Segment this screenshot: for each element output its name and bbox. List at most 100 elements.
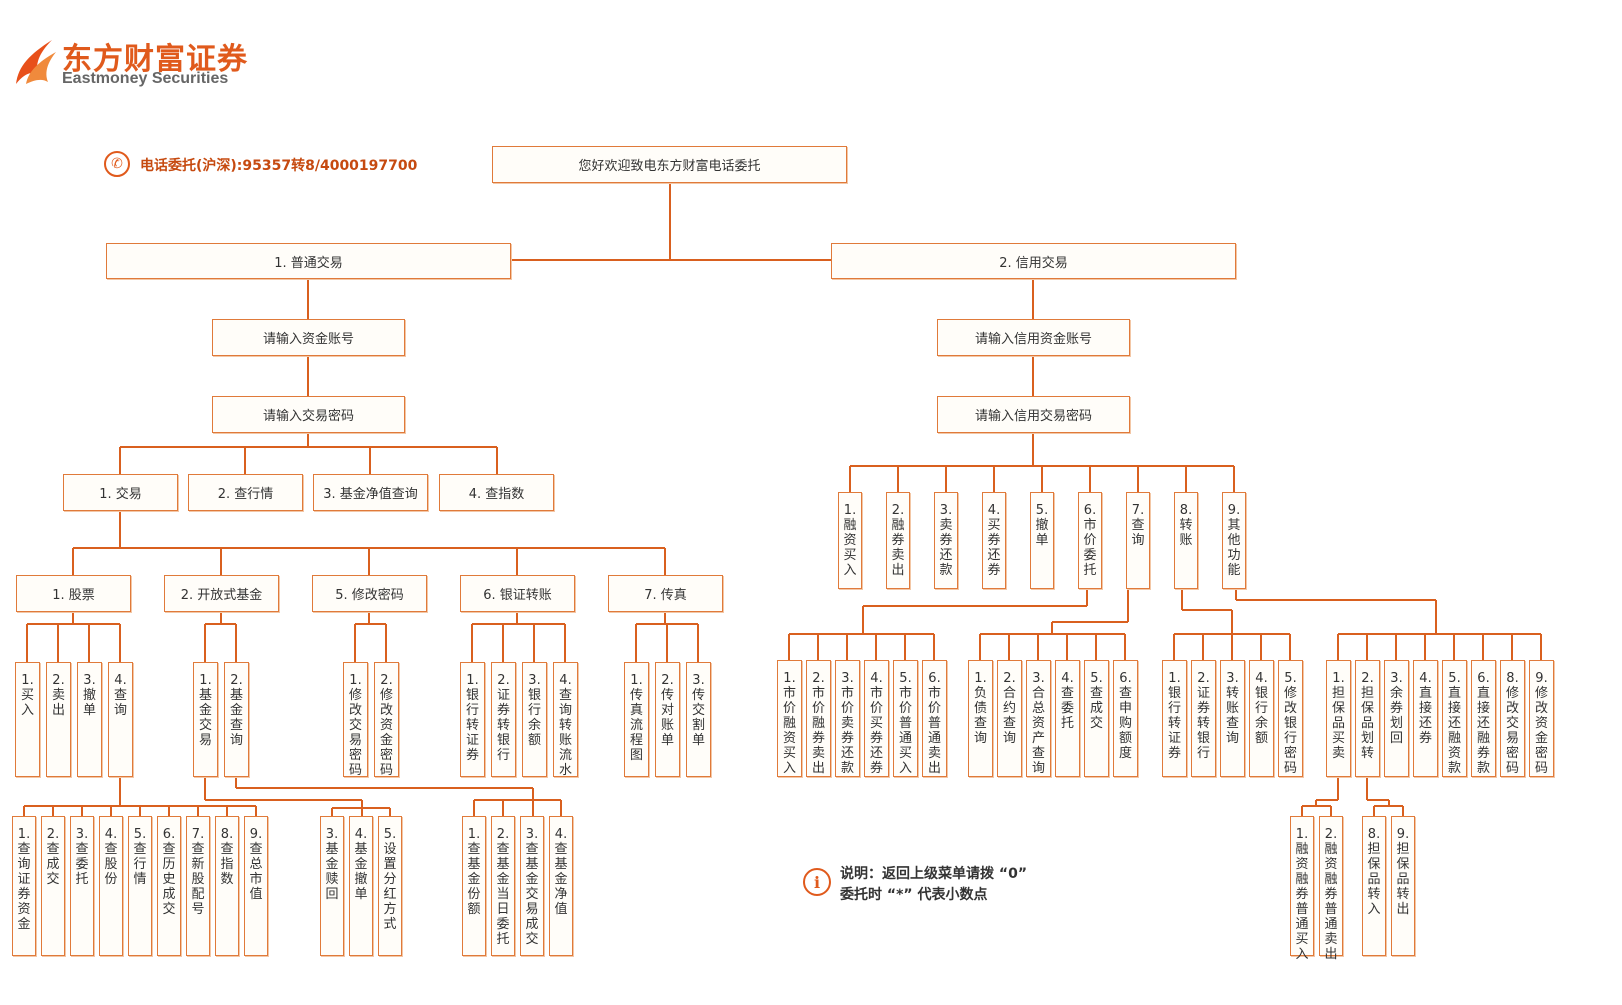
credit-other-2-label: 2. 担保品划转 — [1360, 671, 1374, 761]
credit-menu-1-label: 1. 融资买入 — [843, 503, 857, 578]
fax-statement: 2. 传对账单 — [655, 662, 680, 777]
credit-menu-5: 5. 撤单 — [1030, 492, 1054, 589]
credit-market-1: 1. 市价融资买入 — [777, 660, 802, 777]
fund-dividend-label: 5. 设置分红方式 — [383, 827, 397, 932]
phone-hotline: 电话委托(沪深):95357转8/4000197700 — [140, 158, 418, 174]
credit-query-3: 3. 合总资产查询 — [1026, 660, 1051, 777]
collateral-in-label: 8. 担保品转入 — [1367, 827, 1381, 917]
fax-statement-label: 2. 传对账单 — [660, 673, 674, 748]
fund-query: 2. 基金查询 — [224, 662, 249, 777]
bank-balance: 3. 银行余额 — [522, 662, 547, 777]
credit-transfer-2: 2. 证券转银行 — [1191, 660, 1216, 777]
collateral-margin-buy-label: 1. 融资融券普通买入 — [1295, 827, 1309, 962]
credit-query-4-label: 4. 查委托 — [1060, 671, 1074, 731]
credit-menu-9-label: 9. 其他功能 — [1227, 503, 1241, 578]
fund-cancel: 4. 基金撤单 — [349, 816, 373, 956]
fund-query-deals: 3. 查基金交易成交 — [520, 816, 544, 956]
fund-redeem-label: 3. 基金赎回 — [325, 827, 339, 902]
credit-query-4: 4. 查委托 — [1055, 660, 1080, 777]
securities-to-bank-label: 2. 证券转银行 — [496, 673, 510, 763]
fund-redeem: 3. 基金赎回 — [320, 816, 344, 956]
stock-sell-label: 2. 卖出 — [51, 673, 65, 718]
credit-other-4: 4. 直接还券 — [1413, 660, 1438, 777]
trade-fax: 7. 传真 — [608, 575, 723, 612]
stock-query-item-6: 6. 查历史成交 — [157, 816, 181, 956]
info-icon: i — [803, 868, 831, 896]
trade-stock: 1. 股票 — [16, 575, 131, 612]
menu-quotes: 2. 查行情 — [188, 474, 303, 511]
stock-query-item-5-label: 5. 查行情 — [133, 827, 147, 887]
fund-query-shares: 1. 查基金份额 — [462, 816, 486, 956]
change-fund-password-label: 2. 修改资金密码 — [379, 673, 393, 778]
stock-query-item-1: 1. 查询证券资金 — [12, 816, 36, 956]
credit-query-1: 1. 负债查询 — [968, 660, 993, 777]
menu-fund-nav: 3. 基金净值查询 — [313, 474, 428, 511]
credit-query-6-label: 6. 查申购额度 — [1118, 671, 1132, 761]
credit-menu-2: 2. 融券卖出 — [886, 492, 910, 589]
credit-query-5-label: 5. 查成交 — [1089, 671, 1103, 731]
stock-query-item-2: 2. 查成交 — [41, 816, 65, 956]
note-line-1: 说明：返回上级菜单请拨 “0” — [840, 866, 1028, 882]
note-line-2: 委托时 “*” 代表小数点 — [840, 887, 988, 903]
stock-query-item-8: 8. 查指数 — [215, 816, 239, 956]
stock-query-label: 4. 查询 — [113, 673, 127, 718]
credit-transfer-3-label: 3. 转账查询 — [1225, 671, 1239, 746]
credit-other-1: 1. 担保品买卖 — [1326, 660, 1351, 777]
credit-menu-7: 7. 查询 — [1126, 492, 1150, 589]
phone-icon: ✆ — [104, 151, 130, 177]
credit-query-3-label: 3. 合总资产查询 — [1031, 671, 1045, 776]
stock-buy: 1. 买入 — [15, 662, 40, 777]
fax-delivery-label: 3. 传交割单 — [691, 673, 705, 748]
logo-english-name: Eastmoney Securities — [62, 70, 229, 87]
menu-index: 4. 查指数 — [439, 474, 554, 511]
securities-to-bank: 2. 证券转银行 — [491, 662, 516, 777]
credit-market-2: 2. 市价融券卖出 — [806, 660, 831, 777]
fund-query-shares-label: 1. 查基金份额 — [467, 827, 481, 917]
credit-transfer-5: 5. 修改银行密码 — [1278, 660, 1303, 777]
credit-market-3-label: 3. 市价卖券还款 — [840, 671, 854, 776]
credit-query-1-label: 1. 负债查询 — [973, 671, 987, 746]
transfer-history: 4. 查询转账流水 — [553, 662, 578, 778]
stock-query-item-9-label: 9. 查总市值 — [249, 827, 263, 902]
credit-market-6-label: 6. 市价普通卖出 — [927, 671, 941, 776]
trade-bank-transfer: 6. 银证转账 — [460, 575, 575, 612]
credit-other-8-label: 9. 修改资金密码 — [1534, 671, 1548, 776]
stock-query-item-7-label: 7. 查新股配号 — [191, 827, 205, 917]
credit-other-6: 6. 直接还融券款 — [1471, 660, 1496, 777]
trade-open-fund: 2. 开放式基金 — [164, 575, 279, 612]
change-trade-password-label: 1. 修改交易密码 — [348, 673, 362, 778]
logo-chinese-name: 东方财富证券 — [62, 42, 248, 77]
credit-other-3-label: 3. 余券划回 — [1389, 671, 1403, 746]
credit-menu-7-label: 7. 查询 — [1131, 503, 1145, 548]
stock-cancel: 3. 撤单 — [77, 662, 102, 777]
credit-market-1-label: 1. 市价融资买入 — [782, 671, 796, 776]
credit-transfer-1: 1. 银行转证券 — [1162, 660, 1187, 777]
credit-market-4-label: 4. 市价买券还券 — [869, 671, 883, 776]
credit-menu-4: 4. 买券还券 — [982, 492, 1006, 589]
collateral-margin-buy: 1. 融资融券普通买入 — [1290, 816, 1314, 962]
credit-menu-8-label: 8. 转账 — [1179, 503, 1193, 548]
trade-change-password: 5. 修改密码 — [312, 575, 427, 612]
credit-query-5: 5. 查成交 — [1084, 660, 1109, 777]
credit-other-5-label: 5. 直接还融资款 — [1447, 671, 1461, 776]
fund-query-today: 2. 查基金当日委托 — [491, 816, 515, 956]
stock-query-item-1-label: 1. 查询证券资金 — [17, 827, 31, 932]
fund-cancel-label: 4. 基金撤单 — [354, 827, 368, 902]
ordinary-account-prompt: 请输入资金账号 — [212, 319, 405, 356]
stock-query-item-3-label: 3. 查委托 — [75, 827, 89, 887]
fund-dividend: 5. 设置分红方式 — [378, 816, 402, 956]
change-trade-password: 1. 修改交易密码 — [343, 662, 368, 778]
credit-query-6: 6. 查申购额度 — [1113, 660, 1138, 777]
credit-menu-9: 9. 其他功能 — [1222, 492, 1246, 589]
credit-account-prompt: 请输入信用资金账号 — [937, 319, 1130, 356]
fund-query-deals-label: 3. 查基金交易成交 — [525, 827, 539, 947]
credit-trade: 2. 信用交易 — [831, 243, 1236, 279]
credit-transfer-1-label: 1. 银行转证券 — [1167, 671, 1181, 761]
credit-menu-8: 8. 转账 — [1174, 492, 1198, 589]
credit-other-5: 5. 直接还融资款 — [1442, 660, 1467, 777]
bank-balance-label: 3. 银行余额 — [527, 673, 541, 748]
stock-query-item-3: 3. 查委托 — [70, 816, 94, 956]
credit-other-7-label: 8. 修改交易密码 — [1505, 671, 1519, 776]
credit-market-3: 3. 市价卖券还款 — [835, 660, 860, 777]
